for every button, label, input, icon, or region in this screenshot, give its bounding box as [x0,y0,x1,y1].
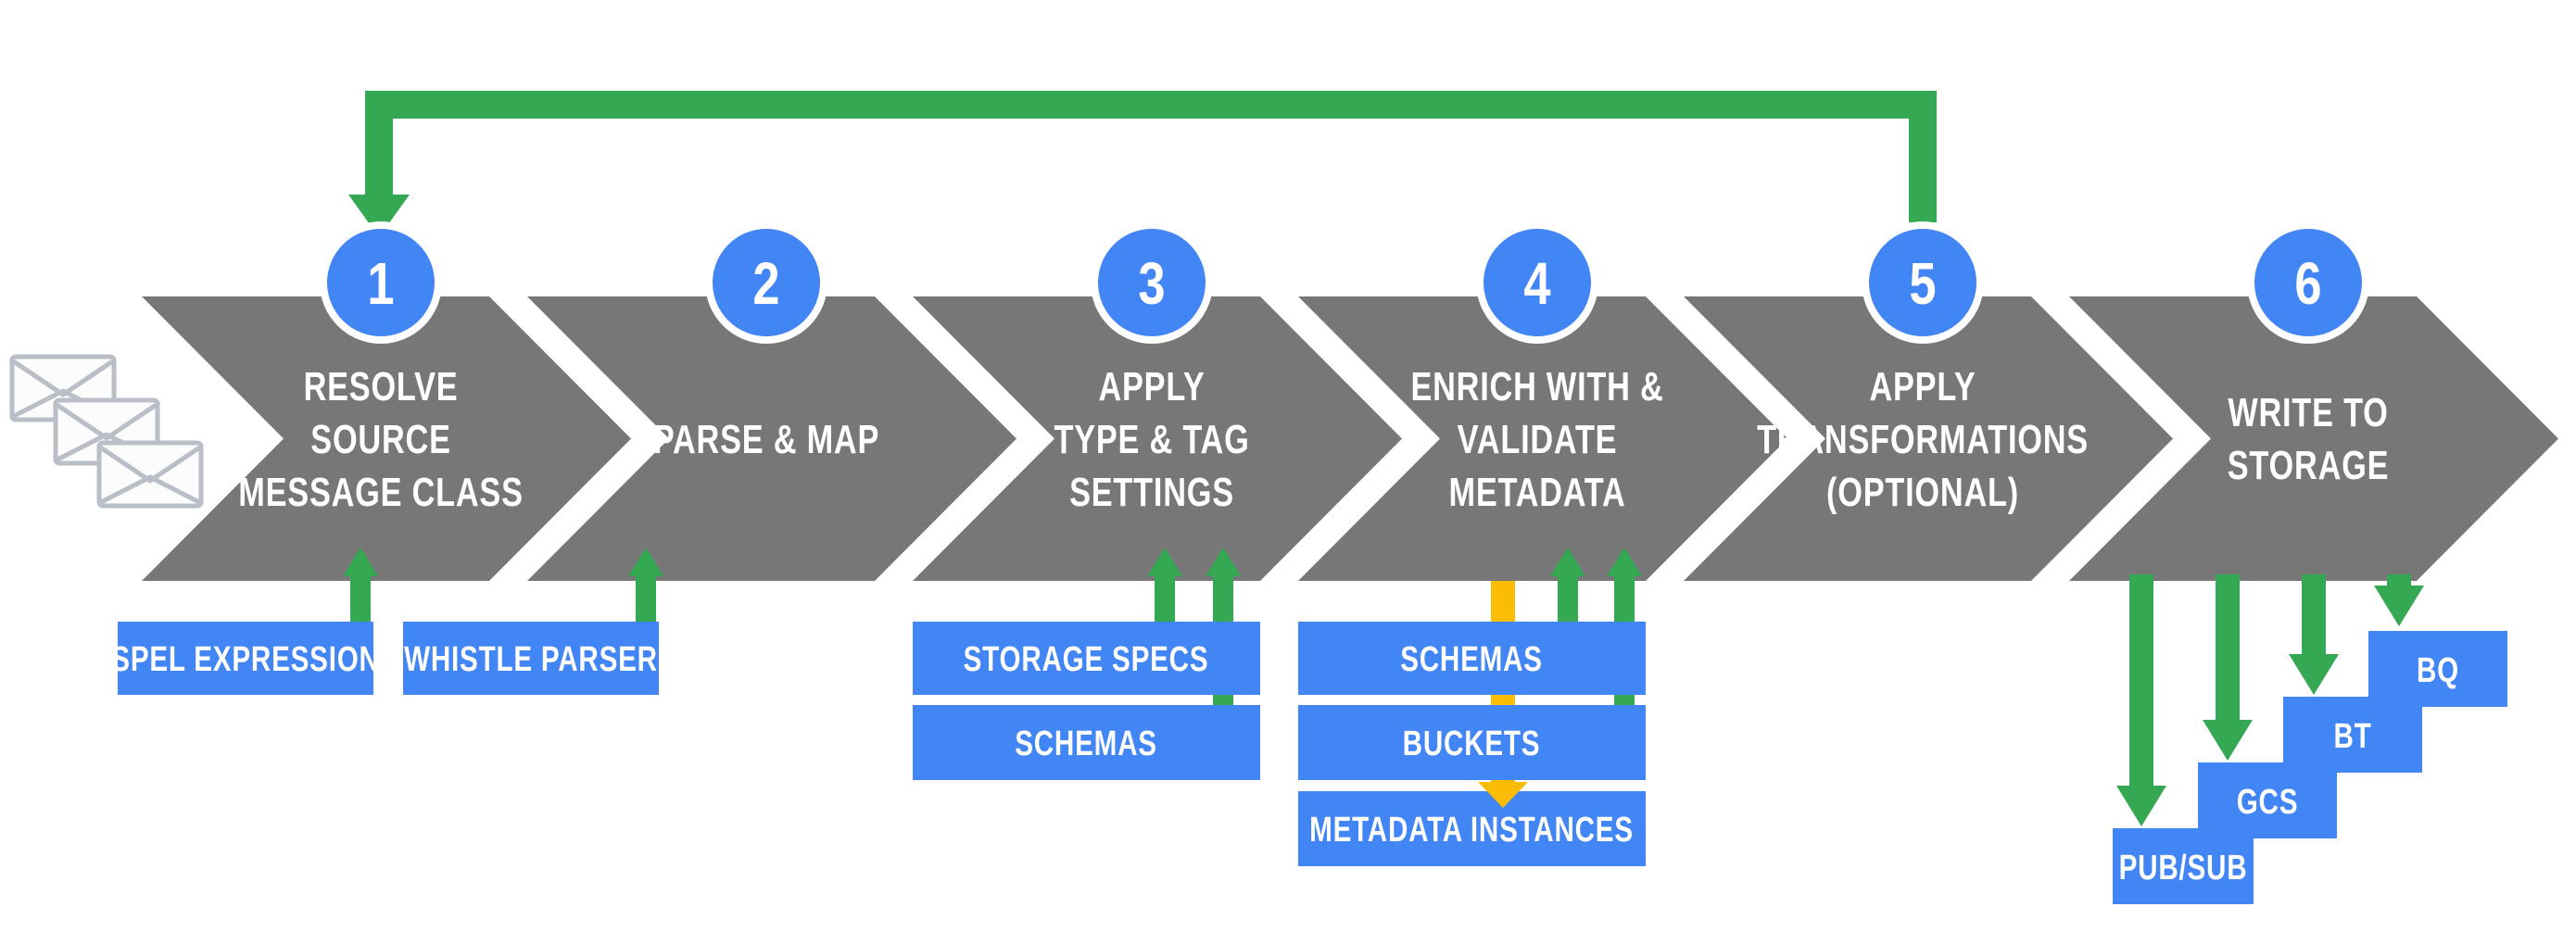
input-box-schemas-step3: SCHEMAS [913,705,1260,780]
step-circle-1: 1 [320,221,442,344]
step-chevron-3 [913,296,1402,581]
step-label-line: (OPTIONAL) [1826,470,2019,515]
step-label-line: METADATA [1448,470,1625,515]
step-label-1: RESOLVE SOURCE MESSAGE CLASS [238,364,523,515]
input-box-metadata-instances: METADATA INSTANCES [1298,791,1646,866]
output-box-bq: BQ [2368,631,2507,707]
step-label-line: TYPE & TAG [1054,417,1249,462]
down-arrow-pubsub [2116,574,2166,826]
output-box-pubsub: PUB/SUB [2113,828,2254,904]
up-arrow-schemas-step4 [1550,548,1585,625]
down-arrow-bt [2289,574,2339,695]
input-box-label: SPEL EXPRESSION [111,640,379,679]
output-boxes: BQ BT GCS PUB/SUB [2113,631,2507,904]
step-label-line: MESSAGE CLASS [238,470,523,515]
feedback-loop-arrowhead-icon [348,195,410,237]
step-label-line: ENRICH WITH & [1410,364,1663,409]
step-number-4: 4 [1523,251,1551,317]
step-chevron-4 [1298,296,1787,581]
down-arrow-bq [2374,574,2424,626]
step-label-line: VALIDATE [1458,417,1618,462]
output-arrows [2116,574,2424,826]
step-circle-3: 3 [1091,221,1213,344]
input-box-label: WHISTLE PARSER [404,640,658,679]
step-label-line: WRITE TO [2228,390,2388,435]
output-box-label: GCS [2237,783,2299,822]
step-label-line: APPLY [1869,364,1976,409]
input-box-label: SCHEMAS [1400,640,1543,679]
step-circle-5: 5 [1862,221,1984,344]
step-number-5: 5 [1909,251,1936,317]
input-box-label: SCHEMAS [1015,724,1157,763]
step-chevron-2 [527,296,1017,581]
step-label-line: STORAGE [2228,443,2389,488]
input-box-label: STORAGE SPECS [964,640,1209,679]
input-boxes: SPEL EXPRESSION WHISTLE PARSER STORAGE S… [111,622,1646,866]
step-number-2: 2 [752,251,779,317]
step-chevron-1 [142,296,631,581]
feedback-loop-line [365,91,1937,222]
input-box-label: METADATA INSTANCES [1309,811,1634,850]
output-box-gcs: GCS [2198,762,2337,838]
step-label-line: RESOLVE [304,364,459,409]
step-label-2: PARSE & MAP [653,417,879,462]
step-label-6: WRITE TO STORAGE [2228,390,2389,488]
step-circle-4: 4 [1476,221,1598,344]
up-arrow-spel [343,548,378,625]
incoming-messages-icon [9,354,204,509]
input-box-storage-specs: STORAGE SPECS [913,622,1260,695]
step-label-5: APPLY TRANSFORMATIONS (OPTIONAL) [1757,364,2089,515]
input-box-whistle-parser: WHISTLE PARSER [403,622,659,695]
step-labels: RESOLVE SOURCE MESSAGE CLASS PARSE & MAP… [238,364,2389,515]
up-arrow-whistle [628,548,663,625]
step-number-3: 3 [1138,251,1165,317]
step-label-line: TRANSFORMATIONS [1757,417,2089,462]
output-box-label: PUB/SUB [2119,849,2248,888]
input-box-schemas-step4: SCHEMAS [1298,622,1646,695]
step-label-line: SETTINGS [1069,470,1234,515]
step-label-line: SOURCE [310,417,450,462]
up-arrow-storage-specs [1147,548,1182,625]
output-box-bt: BT [2283,697,2422,773]
step-label-4: ENRICH WITH & VALIDATE METADATA [1410,364,1663,515]
step-chevron-5 [1684,296,2173,581]
step-chevrons [142,296,2558,581]
input-box-label: BUCKETS [1403,724,1541,763]
output-box-label: BQ [2417,651,2459,690]
step-label-3: APPLY TYPE & TAG SETTINGS [1054,364,1249,515]
step-circle-2: 2 [705,221,827,344]
step-chevron-6 [2069,296,2558,581]
feedback-loop-arrow [348,91,1937,237]
step-circles: 1 2 3 4 5 6 [320,221,2369,344]
input-box-spel-expression: SPEL EXPRESSION [111,622,379,695]
step-number-6: 6 [2294,251,2321,317]
input-box-buckets: BUCKETS [1298,705,1646,780]
yellow-down-arrowhead-icon [1478,782,1528,808]
step-label-line: PARSE & MAP [653,417,879,462]
output-box-label: BT [2333,717,2371,756]
step-circle-6: 6 [2247,221,2369,344]
step-label-line: APPLY [1098,364,1205,409]
step-number-1: 1 [367,251,394,317]
down-arrow-gcs [2203,574,2253,761]
message-envelope-icon [96,440,204,509]
